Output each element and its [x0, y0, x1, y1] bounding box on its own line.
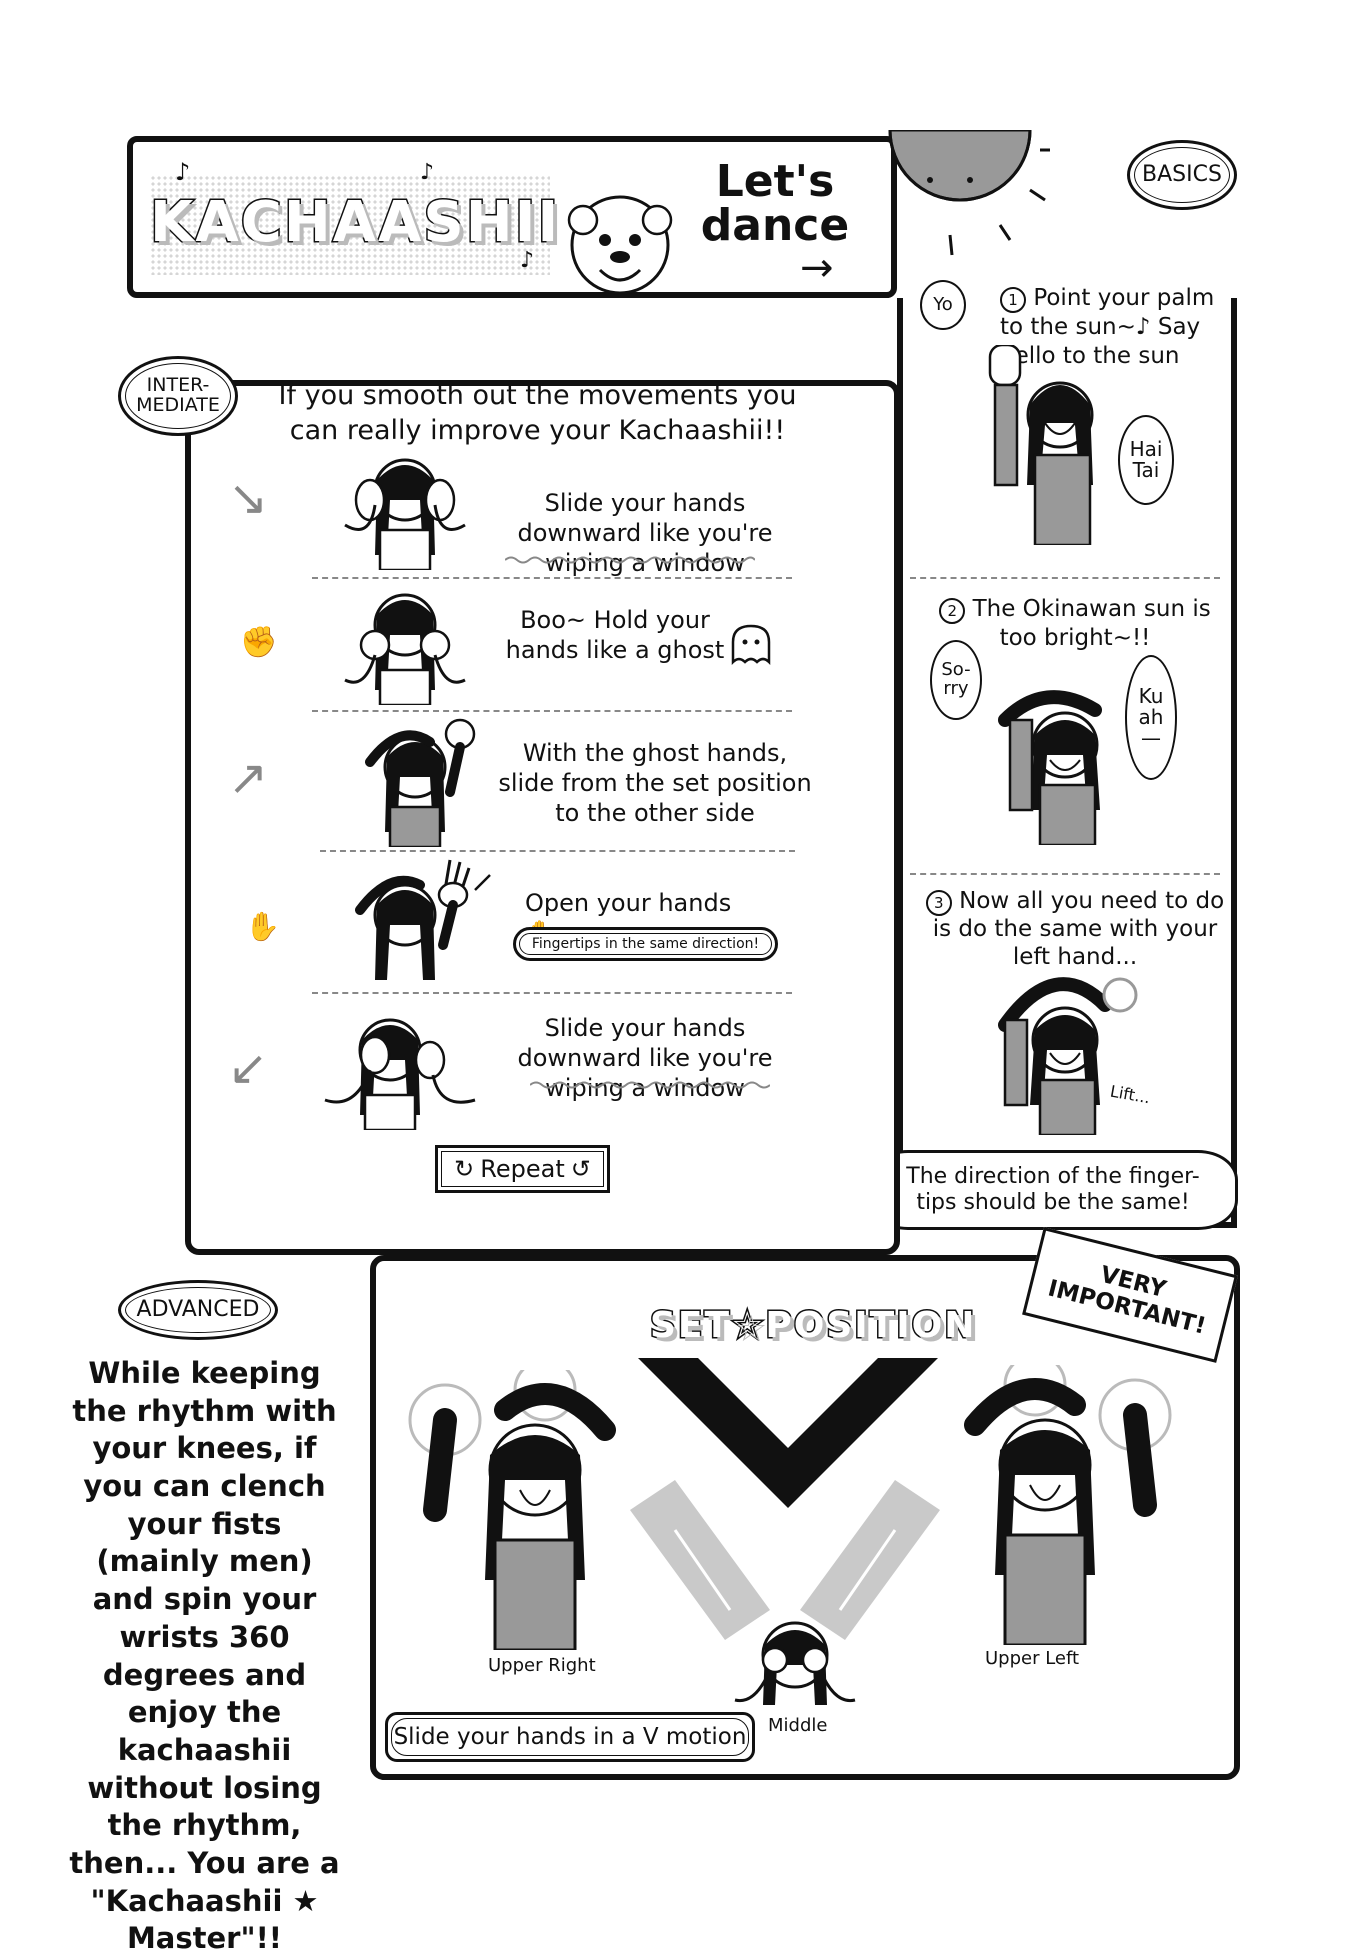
row4-figure-icon: [355, 859, 491, 980]
step3-text: 3 Now all you need to do is do the same …: [925, 888, 1225, 971]
middle-figure-icon: [734, 1621, 856, 1705]
row3-arrow-icon: ↗: [228, 750, 269, 806]
step1-text: 1 Point your palm to the sun~♪ Say hello…: [1000, 284, 1225, 371]
set-position-panel: [370, 1255, 1240, 1780]
upper-right-figure-icon: [408, 1370, 616, 1650]
ghost-icon: [731, 624, 771, 666]
step2-bubble-left: So-rry: [930, 640, 982, 720]
repeat-box: ↻ Repeat ↺: [435, 1145, 610, 1193]
row2-ghost-hand-icon: ✊: [240, 625, 278, 660]
music-notes: ♪: [175, 158, 191, 186]
step2-bubble-right: Ku ah —: [1125, 655, 1177, 780]
step2-number: 2: [939, 598, 966, 624]
shisa-mascot-icon: [567, 195, 673, 295]
right-arrow-icon: →: [800, 245, 834, 291]
row5-figure-icon: [324, 1018, 476, 1130]
music-notes-3: ♪: [520, 248, 535, 273]
row3-text: With the ghost hands, slide from the set…: [498, 739, 812, 827]
v-motion-box: Slide your hands in a V motion: [385, 1712, 755, 1762]
row-divider-1: [312, 577, 792, 579]
row1-text: Slide your hands downward like you're wi…: [517, 489, 773, 577]
intermediate-panel: [185, 380, 900, 1255]
step1-figure-icon: [988, 345, 1094, 545]
basics-divider-1: [910, 577, 1220, 579]
advanced-text: While keeping the rhythm with your knees…: [69, 1356, 340, 1956]
step3-figure-icon: [998, 977, 1138, 1135]
row5-arrow-icon: ↙: [228, 1040, 269, 1096]
row-divider-2: [312, 710, 792, 712]
v-motion-text: Slide your hands in a V motion: [393, 1724, 747, 1750]
step1-label: Point your palm to the sun~♪ Say hello t…: [1000, 285, 1215, 369]
kachaashii-title: KACHAASHII: [148, 189, 561, 257]
row5-text: Slide your hands downward like you're wi…: [517, 1014, 773, 1102]
intermediate-badge: INTER-MEDIATE: [118, 356, 238, 436]
repeat-icon-left: ↻: [454, 1155, 475, 1183]
sun-icon: [888, 130, 1050, 256]
upper-left-figure-icon: [964, 1365, 1172, 1645]
yo-bubble: Yo: [920, 280, 966, 330]
step3-label: Now all you need to do is do the same wi…: [932, 888, 1225, 970]
row4-text: Open your hands ✋: [525, 888, 765, 948]
row4-label: Open your hands: [525, 889, 732, 917]
fingertips-note: Fingertips in the same direction!: [513, 927, 778, 961]
upper-right-label: Upper Right: [488, 1655, 596, 1676]
row-divider-4: [312, 992, 792, 994]
callout-text: The direction of the finger-tips should …: [906, 1163, 1200, 1215]
row3-figure-icon: [365, 718, 476, 847]
basics-divider-2: [910, 873, 1220, 875]
intermediate-headline: If you smooth out the movements you can …: [278, 380, 797, 447]
set-position-title: SET☆POSITION: [648, 1304, 977, 1348]
v-shape-icon: [638, 1358, 938, 1508]
row1-arrow-icon: ↘: [228, 470, 269, 526]
row1-figure-icon: [344, 458, 466, 570]
repeat-label: Repeat: [480, 1155, 565, 1183]
step2-text: 2 The Okinawan sun is too bright~!!: [925, 595, 1225, 653]
step1-number: 1: [1000, 287, 1026, 313]
upper-left-label: Upper Left: [985, 1648, 1080, 1669]
step1-bubble: Hai Tai: [1118, 415, 1174, 505]
step3-number: 3: [925, 890, 952, 916]
music-notes-2: ♪: [420, 160, 435, 185]
header-dots-bg: [150, 175, 550, 275]
middle-label: Middle: [768, 1715, 828, 1736]
advanced-badge: ADVANCED: [118, 1280, 278, 1340]
row1-underline: [505, 556, 755, 564]
step2-label: The Okinawan sun is too bright~!!: [972, 596, 1211, 651]
row2-figure-icon: [344, 593, 466, 705]
row-divider-3: [320, 850, 795, 852]
fingertips-note-text: Fingertips in the same direction!: [531, 936, 760, 952]
row5-underline: [530, 1081, 770, 1089]
repeat-icon-right: ↺: [570, 1155, 591, 1183]
row2-text: Boo~ Hold your hands like a ghost: [505, 606, 725, 664]
lets-dance-text: Let's dance: [700, 156, 850, 251]
row4-open-hand-icon: ✋: [245, 910, 280, 943]
motion-arrows: [630, 1480, 940, 1640]
fingertips-callout: The direction of the finger-tips should …: [868, 1150, 1238, 1230]
step2-figure-icon: [998, 690, 1102, 845]
basics-badge: BASICS: [1127, 140, 1237, 210]
